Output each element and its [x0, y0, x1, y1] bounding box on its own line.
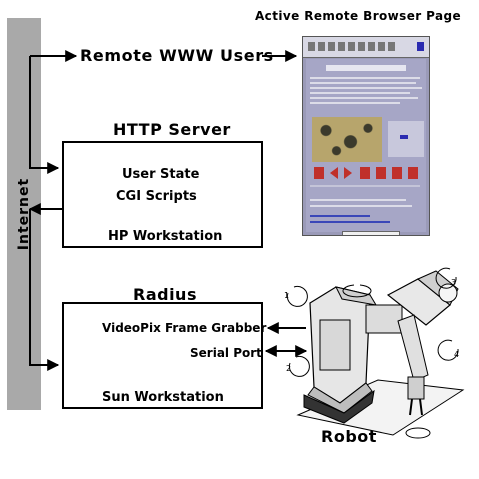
browser-input-field: [342, 231, 400, 235]
radius-line-sun-workstation: Sun Workstation: [102, 390, 224, 405]
radius-box: VideoPix Frame Grabber Serial Port Sun W…: [62, 302, 267, 409]
robot-label: Robot: [321, 427, 377, 446]
arrow-internet-to-radius: [29, 209, 60, 371]
radius-title: Radius: [133, 285, 197, 304]
browser-page-title: Active Remote Browser Page: [255, 9, 462, 23]
http-server-line-user-state: User State: [122, 167, 200, 182]
robot-illustration: 1 3 4 2: [284, 267, 465, 439]
radius-line-frame-grabber: VideoPix Frame Grabber: [102, 321, 267, 335]
browser-content: [306, 59, 426, 235]
remote-users-label: Remote WWW Users: [80, 46, 274, 65]
arrow-internet-to-http-top: [29, 56, 60, 174]
browser-robot-thumbnail: [388, 121, 424, 157]
browser-screenshot: [302, 36, 430, 236]
browser-toolbar: [303, 37, 429, 58]
http-server-title: HTTP Server: [113, 120, 231, 139]
svg-text:4: 4: [454, 350, 459, 359]
browser-camera-image: [312, 117, 382, 162]
radius-line-serial-port: Serial Port: [190, 346, 262, 360]
svg-text:2: 2: [286, 364, 291, 373]
svg-text:1: 1: [284, 291, 289, 300]
http-server-line-hp-workstation: HP Workstation: [108, 229, 223, 244]
http-server-box: User State CGI Scripts HP Workstation: [62, 141, 263, 248]
http-server-line-cgi-scripts: CGI Scripts: [116, 189, 197, 204]
svg-text:3: 3: [451, 278, 456, 287]
